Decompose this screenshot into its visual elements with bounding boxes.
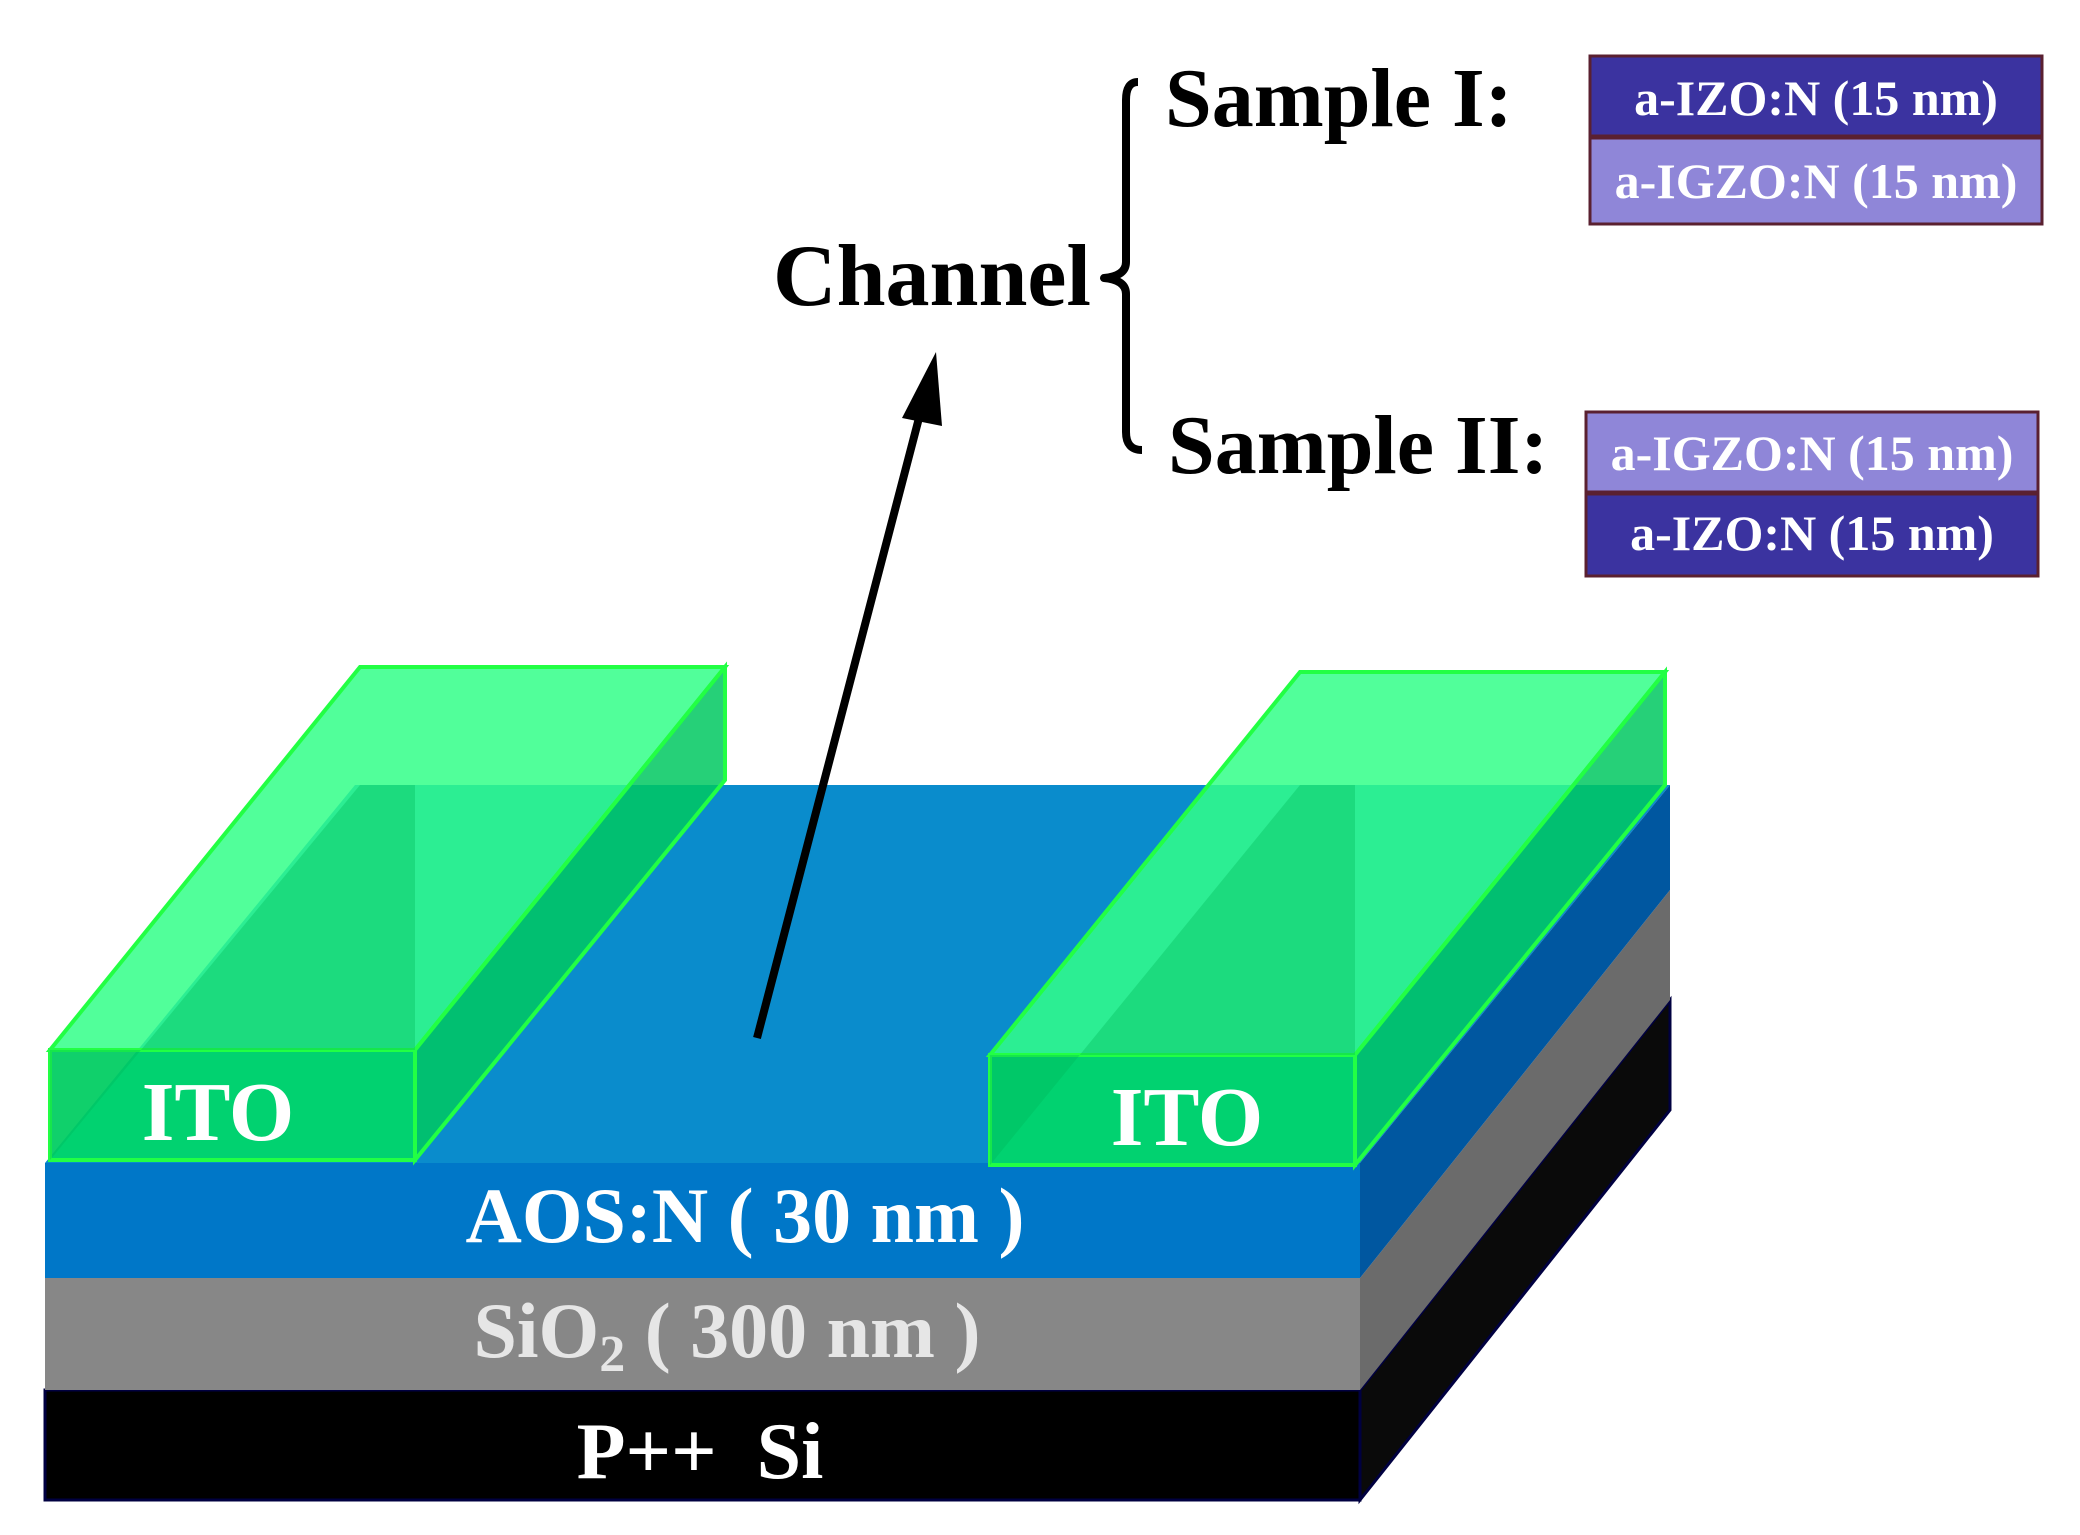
aos-label: AOS:N ( 30 nm ) <box>466 1172 1025 1259</box>
ito-right-label: ITO <box>1111 1071 1264 1164</box>
sample-2-stack: a-IGZO:N (15 nm) a-IZO:N (15 nm) <box>1584 410 2040 578</box>
ito-right-front <box>988 1053 1357 1167</box>
substrate-front <box>43 1388 1362 1502</box>
channel-arrow <box>753 352 942 1040</box>
oxide-label: SiO2 ( 300 nm ) <box>473 1287 980 1383</box>
ito-left-label: ITO <box>142 1066 295 1159</box>
sample-2-layer-top <box>1584 410 2040 494</box>
aos-front <box>45 1163 1360 1278</box>
sample-2-layer-top-label: a-IGZO:N (15 nm) <box>1611 425 2014 481</box>
sample-2-label: Sample II: <box>1168 399 1548 492</box>
ito-left-inner <box>50 785 415 1160</box>
substrate-label: P++ Si <box>577 1408 824 1496</box>
sample-1-layer-top-label: a-IZO:N (15 nm) <box>1634 70 1998 126</box>
oxide-front <box>45 1278 1360 1390</box>
substrate-layer <box>43 995 1672 1505</box>
channel-arrow-head <box>902 352 942 426</box>
sample-1-stack: a-IZO:N (15 nm) a-IGZO:N (15 nm) <box>1588 54 2044 226</box>
sample-1-label: Sample I: <box>1165 52 1513 145</box>
ito-electrode-left: ITO <box>45 661 730 1166</box>
aos-side <box>1360 785 1670 1278</box>
channel-label: Channel <box>773 228 1091 325</box>
ito-electrode-right: ITO <box>985 666 1670 1171</box>
oxide-layer <box>45 890 1670 1390</box>
sample-1-layer-top <box>1588 54 2044 138</box>
sample-2-layer-bottom-label: a-IZO:N (15 nm) <box>1630 505 1994 561</box>
sample-1-layer-bottom <box>1588 136 2044 226</box>
channel-bracket <box>1100 78 1143 454</box>
oxide-side <box>1360 890 1670 1390</box>
sample-1-layer-bottom-label: a-IGZO:N (15 nm) <box>1615 153 2018 209</box>
sample-2-layer-bottom <box>1584 492 2040 578</box>
oxide-subscript: 2 <box>599 1326 625 1383</box>
ito-right-inner <box>990 785 1355 1165</box>
ito-left-front <box>48 1048 417 1162</box>
